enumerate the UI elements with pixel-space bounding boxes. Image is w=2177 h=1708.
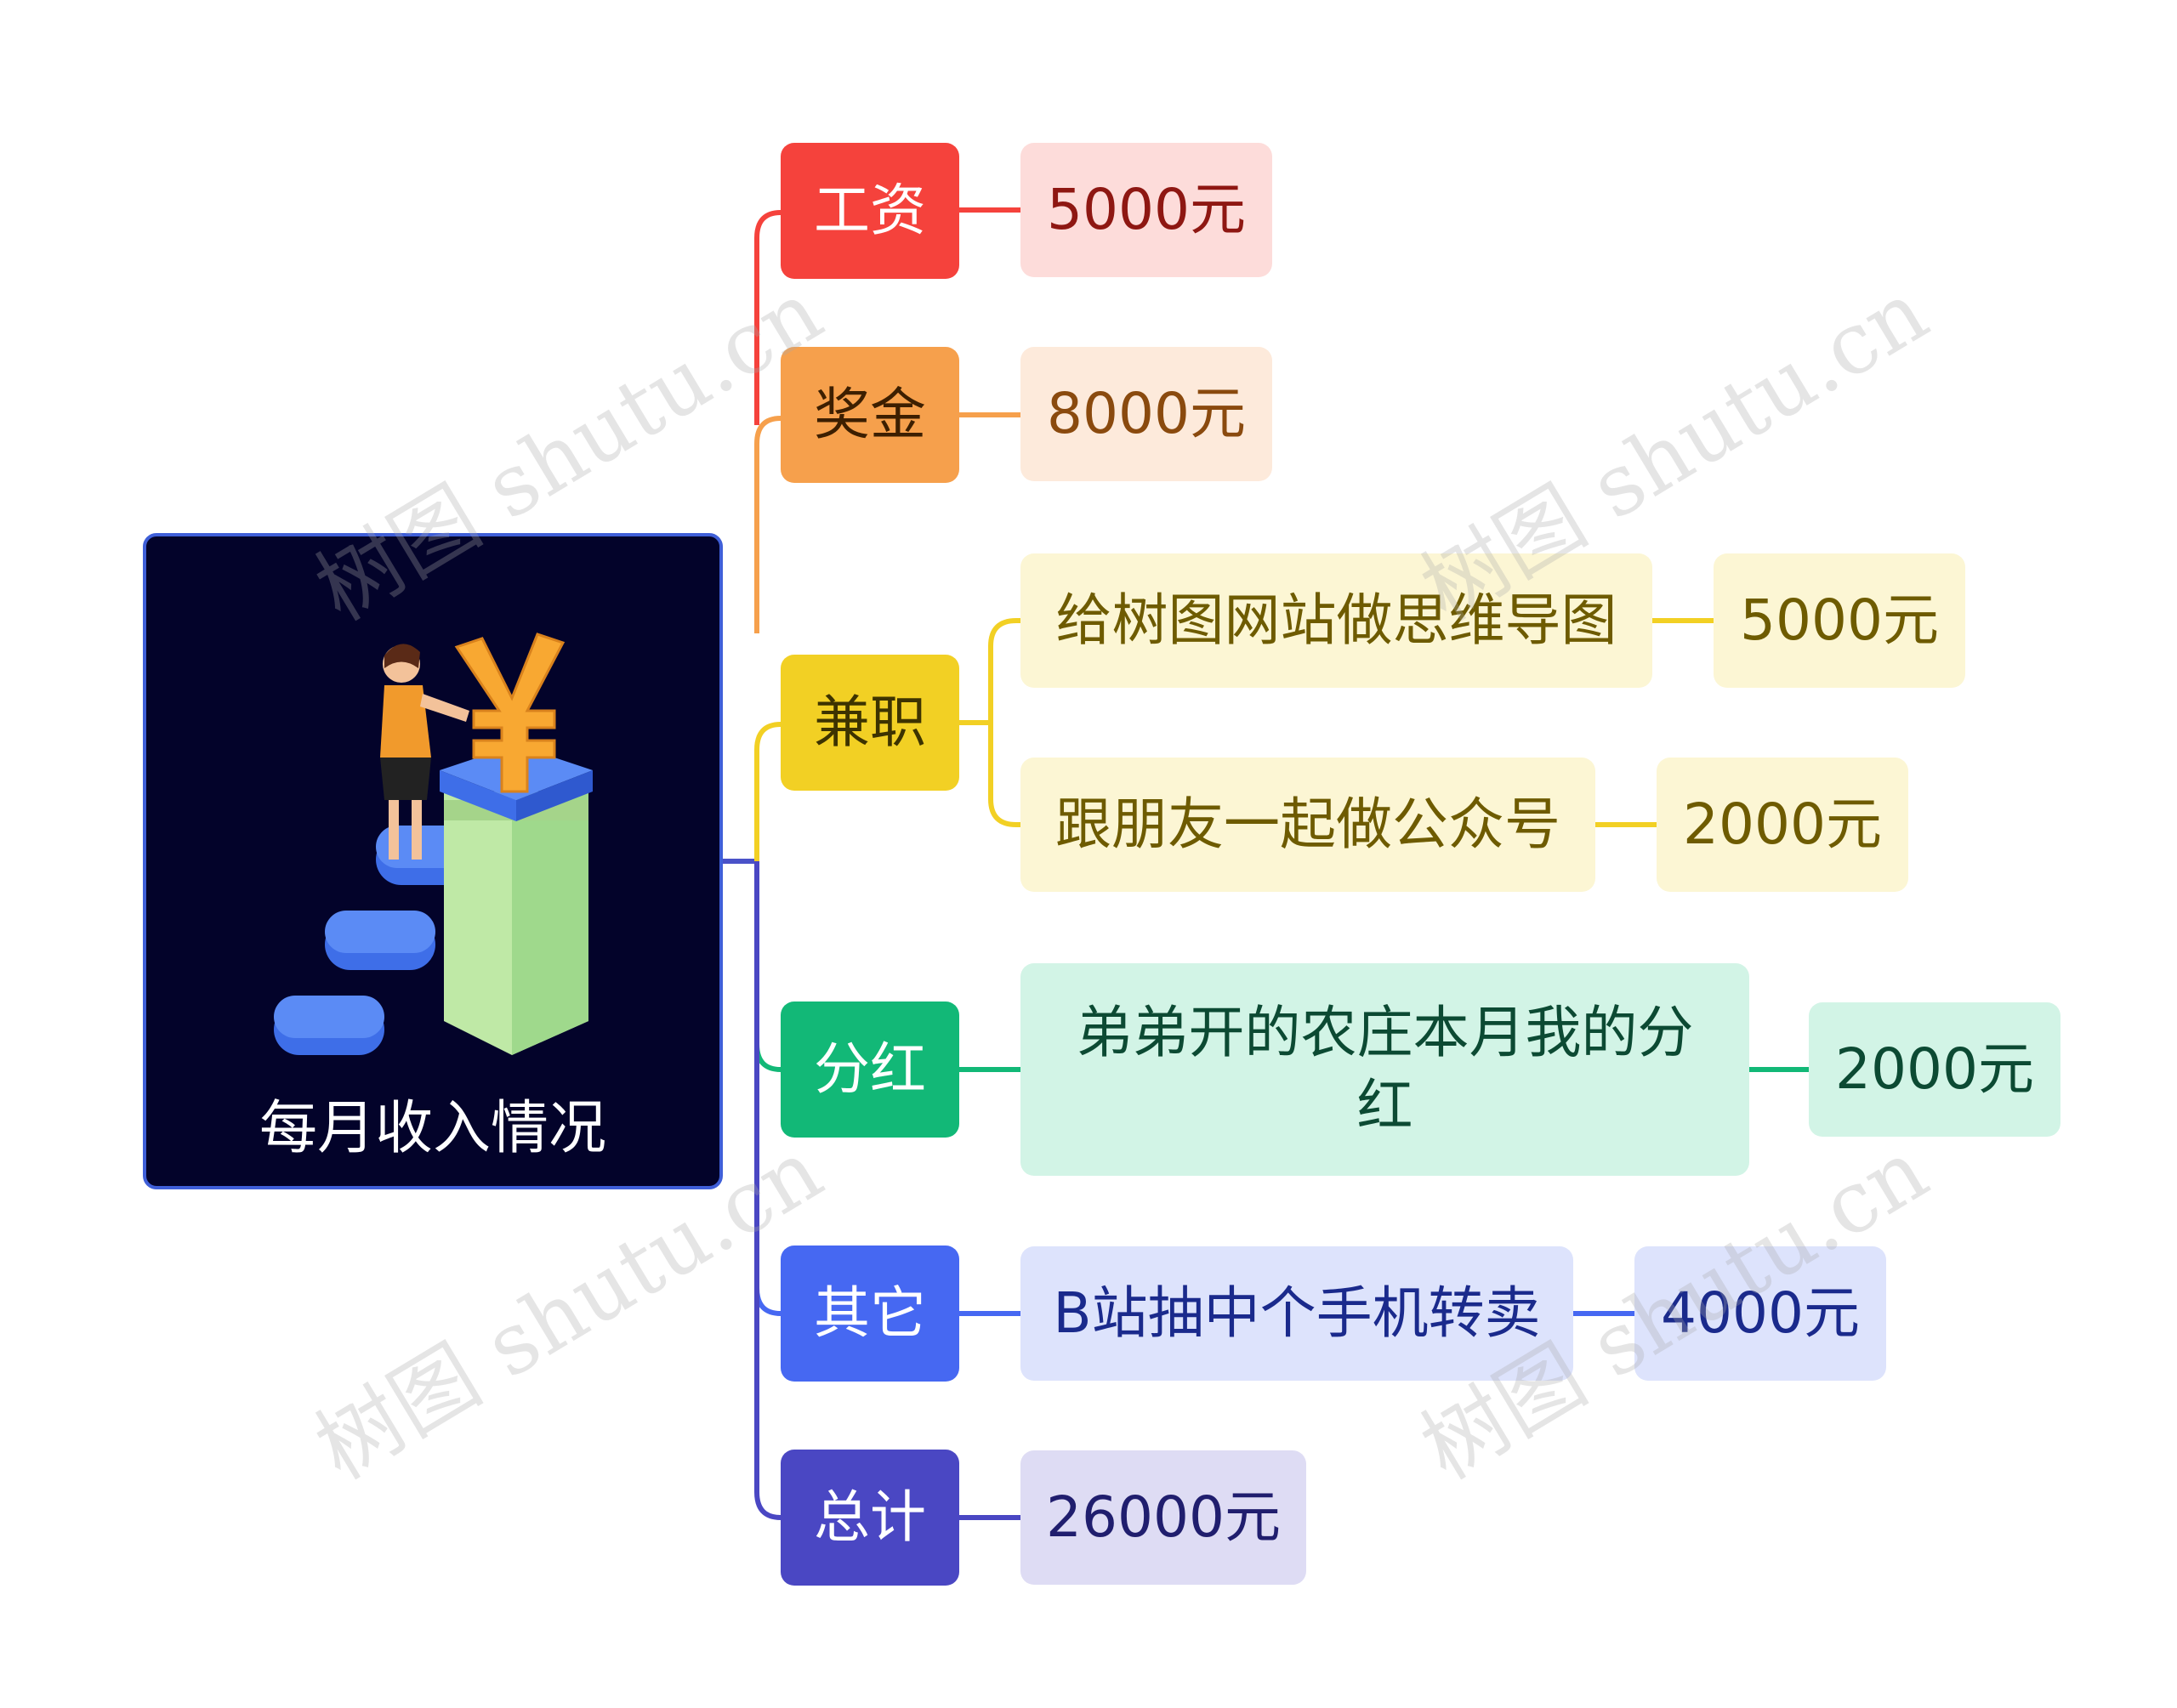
root-title: 每月收入情况: [259, 1095, 606, 1162]
bonus-value[interactable]: 8000元: [1020, 347, 1272, 481]
salary-value[interactable]: 5000元: [1020, 143, 1272, 277]
total-value[interactable]: 26000元: [1020, 1450, 1306, 1585]
connector-trunk-dividend: [754, 861, 782, 1072]
connector-trunk-parttime: [754, 722, 782, 861]
parttime-item2[interactable]: 跟朋友一起做公众号: [1020, 758, 1595, 892]
branch-salary[interactable]: 工资: [781, 143, 959, 279]
branch-bonus[interactable]: 奖金: [781, 347, 959, 483]
dividend-value[interactable]: 2000元: [1809, 1002, 2060, 1137]
branch-parttime[interactable]: 兼职: [781, 655, 959, 791]
connector-trunk-total: [754, 861, 782, 1520]
other-value[interactable]: 4000元: [1634, 1246, 1886, 1381]
parttime-item1[interactable]: 给树图网站做思维导图: [1020, 553, 1652, 688]
branch-other[interactable]: 其它: [781, 1246, 959, 1382]
connector-trunk-bonus: [754, 416, 782, 633]
other-detail[interactable]: B站抽中个手机转卖: [1020, 1246, 1573, 1381]
connector-parttime-items: [959, 618, 1020, 827]
dividend-detail[interactable]: 弟弟开的农庄本月我的分红: [1020, 963, 1749, 1176]
branch-dividend[interactable]: 分红: [781, 1002, 959, 1138]
connector-trunk-other: [754, 861, 782, 1316]
parttime-item1-value[interactable]: 5000元: [1714, 553, 1965, 688]
root-node[interactable]: 每月收入情况: [143, 533, 723, 1189]
money-growth-illustration-icon: [274, 633, 593, 1055]
branch-total[interactable]: 总计: [781, 1450, 959, 1586]
connector-trunk-salary: [754, 210, 782, 425]
parttime-item2-value[interactable]: 2000元: [1657, 758, 1908, 892]
